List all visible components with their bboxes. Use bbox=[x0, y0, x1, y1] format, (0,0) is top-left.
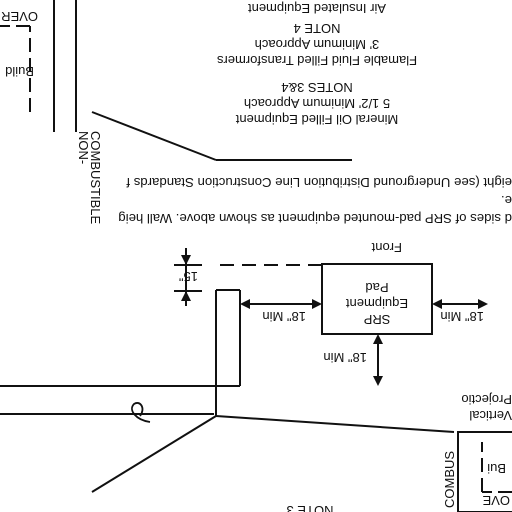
flammable-fluid-note: NOTE 4 bbox=[294, 21, 341, 36]
ove-label-top: OVE bbox=[482, 493, 510, 508]
dim-arrow-15-upper bbox=[181, 255, 191, 265]
flammable-fluid-approach: 3' Minimum Approach bbox=[255, 37, 380, 52]
arrow-hook bbox=[131, 402, 151, 423]
note-paragraph-line1: d sides of SRP pad-mounted equipment as … bbox=[118, 211, 512, 226]
mineral-oil-notes: NOTES 3&4 bbox=[281, 80, 353, 95]
boundary-diagonal-top bbox=[91, 415, 217, 493]
pad-label-pad: Pad bbox=[365, 280, 388, 295]
dim-arrow-left-in bbox=[432, 299, 442, 309]
air-insulated-title: Air Insulated Equipment bbox=[248, 1, 386, 16]
bui-label-top: Bui bbox=[487, 461, 506, 476]
dim-label-15: 15" bbox=[179, 269, 198, 284]
dim-arrow-top-down bbox=[373, 334, 383, 344]
dim-arrow-right-in bbox=[312, 299, 322, 309]
non-label-bottom: NON- bbox=[76, 131, 91, 164]
building-outline-top bbox=[457, 431, 512, 512]
vertical-label: Vertical bbox=[469, 408, 512, 423]
pad-label-srp: SRP bbox=[364, 312, 391, 327]
dim-label-left: 18" Min bbox=[440, 309, 484, 324]
over-label-bottom: OVER bbox=[1, 9, 38, 24]
boundary-diagonal-bottom bbox=[91, 111, 217, 161]
combustible-label-bottom: COMBUSTIBLE bbox=[88, 131, 103, 225]
note-3-label-bottom: NOTE 3 bbox=[287, 503, 334, 512]
pad-label-equipment: Equipment bbox=[346, 296, 409, 311]
dim-arrow-15-lower bbox=[181, 291, 191, 301]
dim-arrow-left-out bbox=[478, 299, 488, 309]
combustible-label-top: COMBUS bbox=[442, 451, 457, 508]
projection-label: Projectio bbox=[461, 392, 512, 407]
projection-leader bbox=[215, 415, 455, 433]
dim-label-right: 18" Min bbox=[262, 309, 306, 324]
build-label-bottom: Build bbox=[5, 64, 34, 79]
mineral-oil-title: Mineral Oil Filled Equipment bbox=[235, 112, 398, 127]
srp-equipment-pad bbox=[321, 263, 433, 335]
note-paragraph-line2: e. bbox=[501, 193, 512, 208]
front-label: Front bbox=[371, 240, 402, 255]
note-paragraph-line3: eight (see Underground Distribution Line… bbox=[126, 175, 512, 190]
dim-arrow-top-up bbox=[373, 376, 383, 386]
dim-arrow-right-out bbox=[240, 299, 250, 309]
mineral-oil-approach: 5 1/2' Minimum Approach bbox=[244, 96, 390, 111]
dim-label-top: 18" Min bbox=[323, 350, 367, 365]
flammable-fluid-title: Flamable Fluid Filled Transformers bbox=[216, 53, 417, 68]
